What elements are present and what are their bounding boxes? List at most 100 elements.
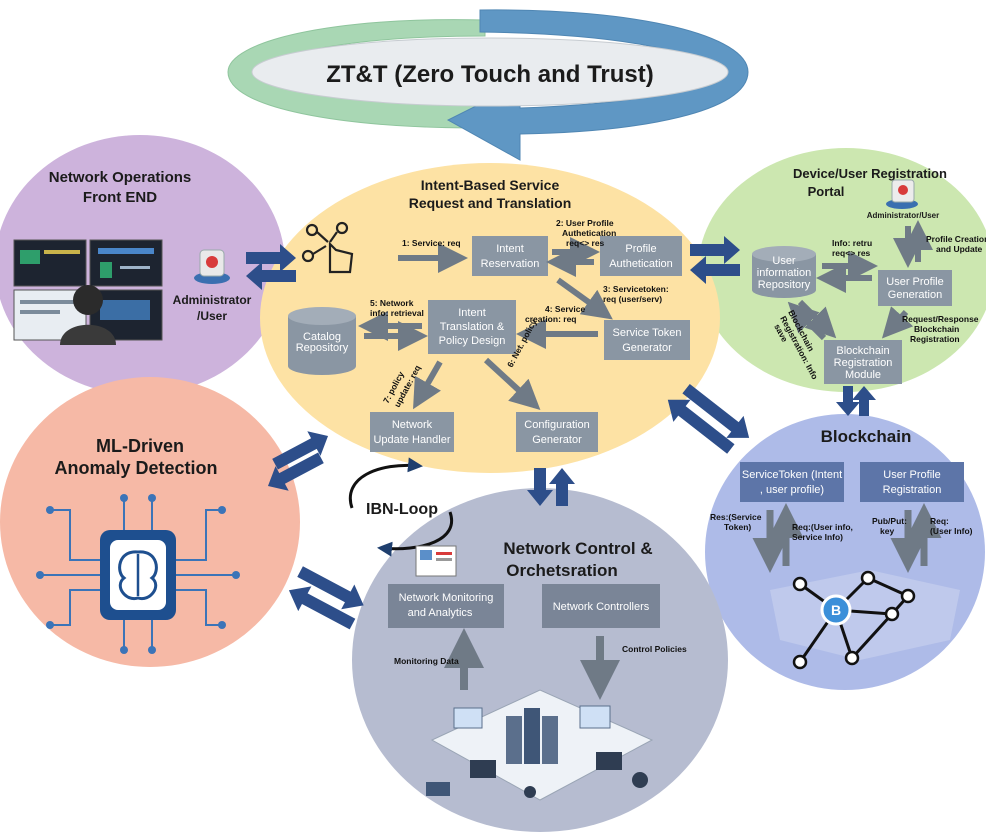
label-control-policies: Control Policies	[622, 644, 687, 654]
front-end-title-1: Network Operations	[49, 169, 192, 186]
actor-label-1: Administrator	[173, 293, 252, 307]
label-user-profile-1: 2: User Profile	[556, 218, 614, 228]
administrator-icon	[194, 249, 230, 284]
svg-text:Registration: Registration	[834, 357, 893, 369]
svg-text:Reservation: Reservation	[481, 258, 540, 270]
blockchain-title: Blockchain	[821, 427, 912, 446]
svg-text:Service Token: Service Token	[613, 327, 682, 339]
label-profile-creation-2: and Update	[936, 244, 983, 254]
arrow-ml-intent	[272, 431, 329, 470]
user-profile-registration-box: User Profile Registration	[860, 462, 964, 502]
inter-module-arrows	[246, 236, 876, 630]
label-network-info-2: info: retrieval	[370, 308, 424, 318]
svg-text:User Profile: User Profile	[883, 469, 940, 481]
label-req-info-2: Service Info)	[792, 532, 843, 542]
arrow-intent-frontend	[246, 262, 296, 290]
network-monitoring-box: Network Monitoring and Analytics	[388, 584, 504, 628]
svg-text:Network Controllers: Network Controllers	[553, 601, 650, 613]
svg-text:Repository: Repository	[758, 279, 811, 291]
ml-circle	[0, 377, 300, 667]
svg-text:and Analytics: and Analytics	[408, 607, 473, 619]
registration-admin-icon	[886, 179, 918, 209]
svg-text:User: User	[772, 255, 796, 267]
catalog-repository-cylinder: Catalog Repository	[288, 307, 356, 375]
svg-text:Intent: Intent	[458, 307, 486, 319]
intent-flow-arrows	[358, 237, 613, 411]
arrow-blockchain-registration	[852, 386, 876, 416]
registration-title-2: Portal	[808, 184, 845, 199]
label-res-1: Res:(Service	[710, 512, 762, 522]
intent-section: Intent-Based Service Request and Transla…	[288, 177, 690, 452]
arrow-intent-ml	[267, 452, 324, 491]
arrow-registration-blockchain	[836, 386, 860, 416]
registration-title-1: Device/User Registration	[793, 166, 947, 181]
svg-text:Repository: Repository	[296, 342, 349, 354]
blockchain-flow-arrows	[752, 503, 942, 573]
operator-icon	[60, 285, 116, 345]
arrow-netctrl-intent	[549, 468, 575, 506]
dashboard-mini-icon	[415, 545, 457, 577]
label-user-profile-3: req<> res	[566, 238, 605, 248]
svg-text:Generation: Generation	[888, 289, 942, 301]
label-service-req: 1: Service: req	[402, 238, 461, 248]
intent-title-2: Request and Translation	[409, 195, 572, 211]
svg-text:Catalog: Catalog	[303, 331, 341, 343]
svg-text:Registration: Registration	[883, 484, 942, 496]
intent-reservation-box: Intent Reservation	[472, 236, 548, 276]
hand-network-icon	[301, 221, 354, 274]
svg-text:, user profile): , user profile)	[760, 484, 824, 496]
registration-section: Device/User Registration Portal Administ…	[752, 166, 986, 384]
svg-text:information: information	[757, 267, 811, 279]
network-update-handler-box: Network Update Handler	[370, 412, 454, 452]
label-req-user-2: (User Info)	[930, 526, 973, 536]
network-control-title-2: Orchetsration	[506, 561, 617, 580]
registration-actor: Administrator/User	[867, 211, 939, 220]
label-servicetoken-2: req (user/serv)	[603, 294, 662, 304]
arrow-blockchain-intent	[667, 399, 735, 454]
label-profile-creation-1: Profile Creation	[926, 234, 986, 244]
svg-text:Authetication: Authetication	[609, 258, 673, 270]
label-user-profile-2: Authetication	[562, 228, 616, 238]
intent-translation-box: Intent Translation & Policy Design	[428, 300, 516, 354]
svg-text:ServiceToken (Intent: ServiceToken (Intent	[742, 469, 842, 481]
arrow-intent-blockchain	[682, 383, 750, 438]
ibn-loop: IBN-Loop	[348, 457, 454, 557]
network-control-title-1: Network Control &	[503, 539, 652, 558]
svg-text:Network Monitoring: Network Monitoring	[399, 592, 494, 604]
brain-chip-icon	[36, 494, 240, 654]
label-req-info-1: Req:(User info,	[792, 522, 853, 532]
ztt-title: ZT&T (Zero Touch and Trust)	[326, 61, 654, 88]
network-controllers-box: Network Controllers	[542, 584, 660, 628]
arrow-intent-netctrl	[527, 468, 553, 506]
arrow-registration-intent	[690, 256, 740, 284]
label-pubput-1: Pub/Put:	[872, 516, 907, 526]
ml-title-1: ML-Driven	[96, 436, 184, 456]
infrastructure-icon	[426, 689, 654, 801]
label-request-response-1: Request/Response	[902, 314, 979, 324]
label-service-creation-1: 4: Service	[545, 304, 585, 314]
label-service-creation-2: creation: req	[525, 314, 577, 324]
configuration-generator-box: Configuration Generator	[516, 412, 598, 452]
svg-text:User Profile: User Profile	[886, 276, 943, 288]
service-token-box: ServiceToken (Intent , user profile)	[740, 462, 844, 502]
front-end-section: Network Operations Front END Administrat…	[13, 169, 252, 345]
arrow-frontend-intent	[246, 244, 296, 272]
blockchain-section: Blockchain ServiceToken (Intent , user p…	[710, 427, 973, 670]
label-info-1: Info: retru	[832, 238, 872, 248]
svg-text:Intent: Intent	[496, 243, 524, 255]
arrow-ml-netctrl	[297, 566, 364, 610]
svg-text:Translation &: Translation &	[440, 321, 505, 333]
svg-text:B: B	[831, 602, 841, 618]
front-end-title-2: Front END	[83, 189, 157, 206]
svg-text:Policy Design: Policy Design	[439, 335, 506, 347]
ml-section: ML-Driven Anomaly Detection	[36, 436, 240, 654]
label-pubput-2: key	[880, 526, 894, 536]
svg-text:Generator: Generator	[532, 434, 582, 446]
svg-text:Generator: Generator	[622, 342, 672, 354]
arrow-intent-registration	[690, 236, 740, 264]
label-request-response-3: Registration	[910, 334, 960, 344]
intent-title-1: Intent-Based Service	[421, 177, 560, 193]
label-monitoring-data: Monitoring Data	[394, 656, 459, 666]
ibn-loop-label: IBN-Loop	[366, 501, 438, 518]
